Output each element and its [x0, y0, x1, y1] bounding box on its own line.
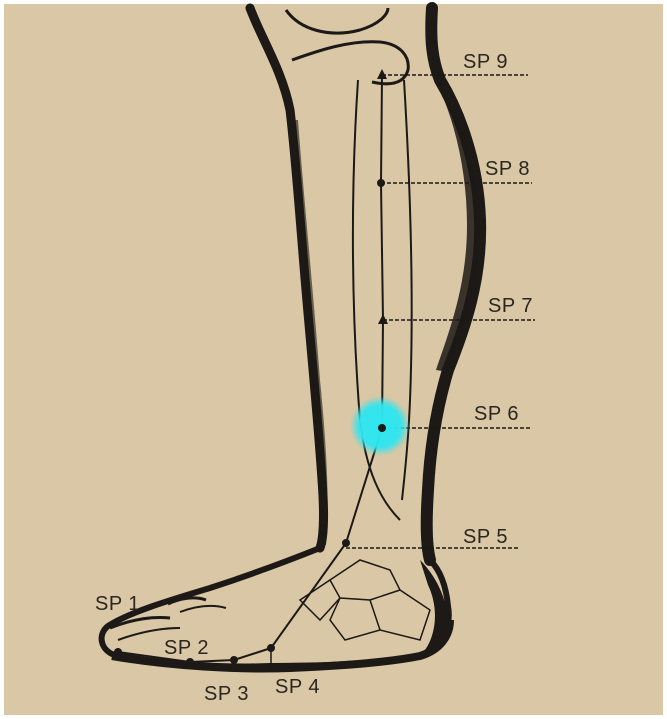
- label-sp7: SP 7: [488, 295, 533, 317]
- label-sp3: SP 3: [204, 683, 249, 705]
- label-sp2: SP 2: [164, 637, 209, 659]
- point-sp5: [342, 539, 350, 547]
- label-sp9: SP 9: [463, 51, 508, 73]
- point-sp2: [186, 658, 194, 666]
- point-sp1: [114, 648, 122, 656]
- label-sp1: SP 1: [95, 593, 140, 615]
- label-sp8: SP 8: [485, 158, 530, 180]
- point-sp4: [267, 644, 275, 652]
- label-sp6: SP 6: [474, 403, 519, 425]
- label-sp4: SP 4: [275, 676, 320, 698]
- label-sp5: SP 5: [463, 526, 508, 548]
- point-sp8: [377, 179, 385, 187]
- point-sp3: [230, 656, 238, 664]
- point-sp6: [378, 424, 386, 432]
